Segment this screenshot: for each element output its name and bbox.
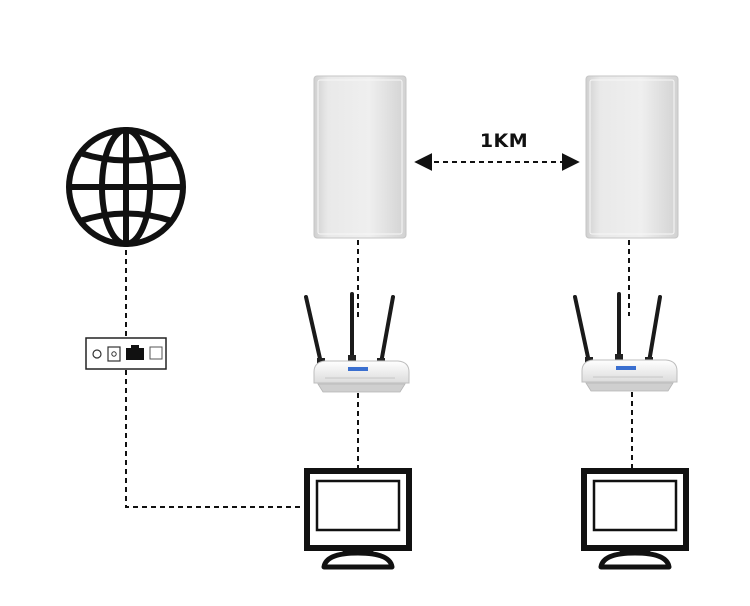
link-wall-port-to-computer-a [125,370,306,508]
distance-label: 1KM [479,130,529,152]
outdoor-cpe-icon [585,75,679,239]
ethernet-wall-plate-icon [85,337,167,370]
monitor-icon [581,468,689,570]
wifi-router-icon [573,292,678,392]
connection-lines [125,240,633,508]
globe-icon [66,127,186,247]
outdoor-cpe-icon [313,75,407,239]
wifi-router-icon [304,292,410,393]
monitor-icon [304,468,412,570]
